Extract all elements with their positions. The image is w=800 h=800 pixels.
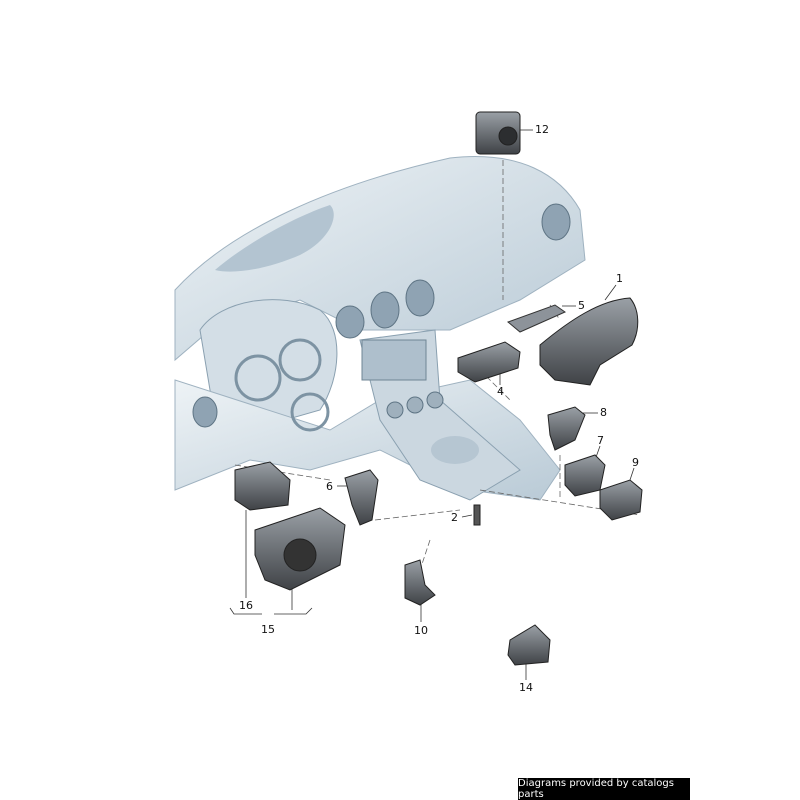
part-10-sensor xyxy=(404,559,436,606)
part-15-light-switch xyxy=(254,507,346,591)
part-8-switch xyxy=(599,479,643,521)
callout-1: 1 xyxy=(616,272,623,285)
radio-unit xyxy=(361,339,427,381)
part-14-switch xyxy=(507,624,551,666)
callout-10: 10 xyxy=(414,624,428,637)
attribution-footer: Diagrams provided by catalogs parts xyxy=(518,778,690,800)
callout-16: 16 xyxy=(239,599,253,612)
part-4-module xyxy=(457,341,521,383)
part-6-switch xyxy=(344,469,379,526)
callout-4: 4 xyxy=(497,385,504,398)
part-1-switch-panel xyxy=(539,297,639,386)
part-5-trim xyxy=(507,304,567,333)
callout-15: 15 xyxy=(261,623,275,636)
gauges xyxy=(234,338,330,432)
part-12-switch xyxy=(475,111,521,155)
callout-8: 9 xyxy=(632,456,639,469)
climate-knobs xyxy=(386,391,444,419)
air-vents xyxy=(192,203,571,428)
callout-7: 7 xyxy=(597,434,604,447)
part-9-switch xyxy=(547,406,586,451)
callout-lines xyxy=(229,129,635,680)
callout-5: 5 xyxy=(578,299,585,312)
callout-14: 14 xyxy=(519,681,533,694)
callout-6: 6 xyxy=(326,480,333,493)
part-7-switch xyxy=(564,454,606,497)
part-16-switch xyxy=(234,461,291,511)
dashboard-cover-recess xyxy=(215,205,334,272)
cup-holder xyxy=(431,436,479,464)
dashboard-top xyxy=(174,156,586,362)
callout-12: 12 xyxy=(535,123,549,136)
callout-9: 8 xyxy=(600,406,607,419)
callout-2: 2 xyxy=(451,511,458,524)
part-2-screw xyxy=(473,504,481,526)
